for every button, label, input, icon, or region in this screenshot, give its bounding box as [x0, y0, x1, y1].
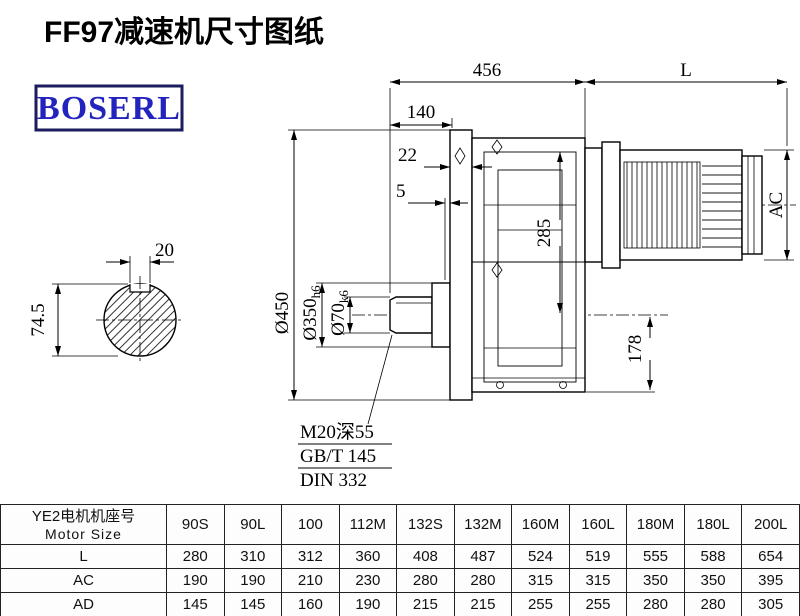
dimension-value: 312 — [281, 544, 340, 569]
dimension-value: 190 — [166, 568, 225, 593]
gearbox-drawing — [352, 129, 796, 401]
dim-flange-thickness-label: 22 — [398, 145, 417, 166]
mounting-flange — [449, 129, 473, 401]
dimension-drawing: FF97减速机尺寸图纸 BOSERL 20 74.5 — [28, 16, 796, 491]
dim-motor-diameter-label: AC — [766, 192, 787, 218]
motor-frame-column-header: 112M — [338, 504, 398, 545]
output-shaft — [389, 296, 433, 334]
dimension-value: 280 — [453, 568, 513, 593]
dim-spigot-diameter-label: Ø350h6 — [300, 285, 323, 341]
dimension-value: 280 — [683, 592, 743, 616]
dim-center-to-bottom-label: 178 — [625, 335, 646, 364]
motor-frame-column-header: 180L — [683, 504, 743, 545]
motor-frame-column-header: 90L — [223, 504, 283, 545]
dimension-value: 395 — [741, 568, 800, 593]
shaft-cross-section — [96, 276, 184, 364]
dimension-value: 350 — [683, 568, 743, 593]
dimension-value: 230 — [338, 568, 398, 593]
dimension-value: 280 — [166, 544, 225, 569]
flange-spigot — [431, 282, 451, 348]
shaft-tap-note: M20深55 GB/T 145 DIN 332 — [298, 334, 393, 491]
motor-stator-section — [623, 161, 701, 249]
motor-size-header-cell: YE2电机机座号 Motor Size — [0, 504, 167, 545]
motor-size-header-cn: YE2电机机座号 — [31, 507, 136, 525]
dimension-value: 255 — [511, 592, 570, 616]
dimension-value: 524 — [511, 544, 570, 569]
dim-shaft-diameter-label: Ø70k6 — [328, 290, 351, 336]
motor-frame-column-header: 180M — [626, 504, 685, 545]
flange-bolt-mark — [454, 147, 466, 165]
dimension-value: 145 — [223, 592, 283, 616]
dim-flange-diameter-label: Ø450 — [272, 292, 293, 334]
motor-frame-column-header: 132M — [453, 504, 513, 545]
gear-housing — [471, 137, 586, 393]
brand-logo-frame — [34, 84, 184, 132]
dimension-value: 350 — [626, 568, 685, 593]
brand-logo-text: BOSERL — [37, 90, 181, 127]
dimension-value: 280 — [396, 568, 455, 593]
dimension-value: 519 — [568, 544, 628, 569]
dimension-value: 145 — [166, 592, 225, 616]
din-standard-note: DIN 332 — [300, 470, 367, 491]
dim-overall-width-label: 456 — [473, 60, 502, 81]
motor-frame-column-header: 160L — [568, 504, 628, 545]
dimension-value: 360 — [338, 544, 398, 569]
dimension-value: 555 — [626, 544, 685, 569]
dimension-value: 408 — [396, 544, 455, 569]
motor-frame-column-header: 200L — [741, 504, 800, 545]
dimension-value: 315 — [511, 568, 570, 593]
dimension-value: 487 — [453, 544, 513, 569]
dimension-value: 305 — [741, 592, 800, 616]
dimension-value: 280 — [626, 592, 685, 616]
dimension-value: 215 — [453, 592, 513, 616]
dimension-value: 190 — [338, 592, 398, 616]
dimension-value: 588 — [683, 544, 743, 569]
dim-spigot-step-label: 5 — [396, 181, 406, 202]
dimension-value: 160 — [281, 592, 340, 616]
tapped-hole-note: M20深55 — [300, 421, 374, 443]
motor-fan-cover — [741, 155, 763, 255]
motor-cooling-fins — [702, 158, 742, 252]
motor-size-header-en: Motor Size — [45, 525, 122, 542]
motor-flange — [601, 141, 621, 269]
dimension-value: 215 — [396, 592, 455, 616]
dimension-value: 315 — [568, 568, 628, 593]
motor-frame-column-header: 90S — [166, 504, 225, 545]
motor-frame-column-header: 100 — [281, 504, 340, 545]
dimension-value: 210 — [281, 568, 340, 593]
dim-shaft-section-height-label: 74.5 — [28, 303, 49, 336]
gb-standard-note: GB/T 145 — [300, 446, 376, 467]
brand-logo: BOSERL — [34, 84, 184, 132]
page-title: FF97减速机尺寸图纸 — [44, 16, 324, 49]
motor-frame-column-header: 132S — [396, 504, 455, 545]
dimension-value: 255 — [568, 592, 628, 616]
dim-shaft-section-height: 74.5 — [28, 283, 128, 357]
dimension-value: 654 — [741, 544, 800, 569]
dim-keyway-width-label: 20 — [155, 240, 174, 261]
dimensions: 456 L 140 22 5 AC 285 178 Ø450 — [272, 60, 794, 401]
dim-shaft-length-label: 140 — [407, 102, 436, 123]
dimension-row-label: L — [0, 544, 167, 569]
dim-center-to-top-label: 285 — [534, 219, 555, 248]
motor-drawing — [584, 141, 763, 269]
dimension-value: 310 — [223, 544, 283, 569]
motor-adapter — [584, 147, 603, 263]
dimension-row-label: AD — [0, 592, 167, 616]
dimension-value: 190 — [223, 568, 283, 593]
motor-frame-column-header: 160M — [511, 504, 570, 545]
dim-keyway-width: 20 — [106, 240, 174, 283]
housing-bolt-mark-top — [491, 139, 503, 155]
housing-bolt-mark-mid — [491, 262, 503, 278]
dim-motor-length-label: L — [680, 60, 692, 81]
dimension-row-label: AC — [0, 568, 167, 593]
